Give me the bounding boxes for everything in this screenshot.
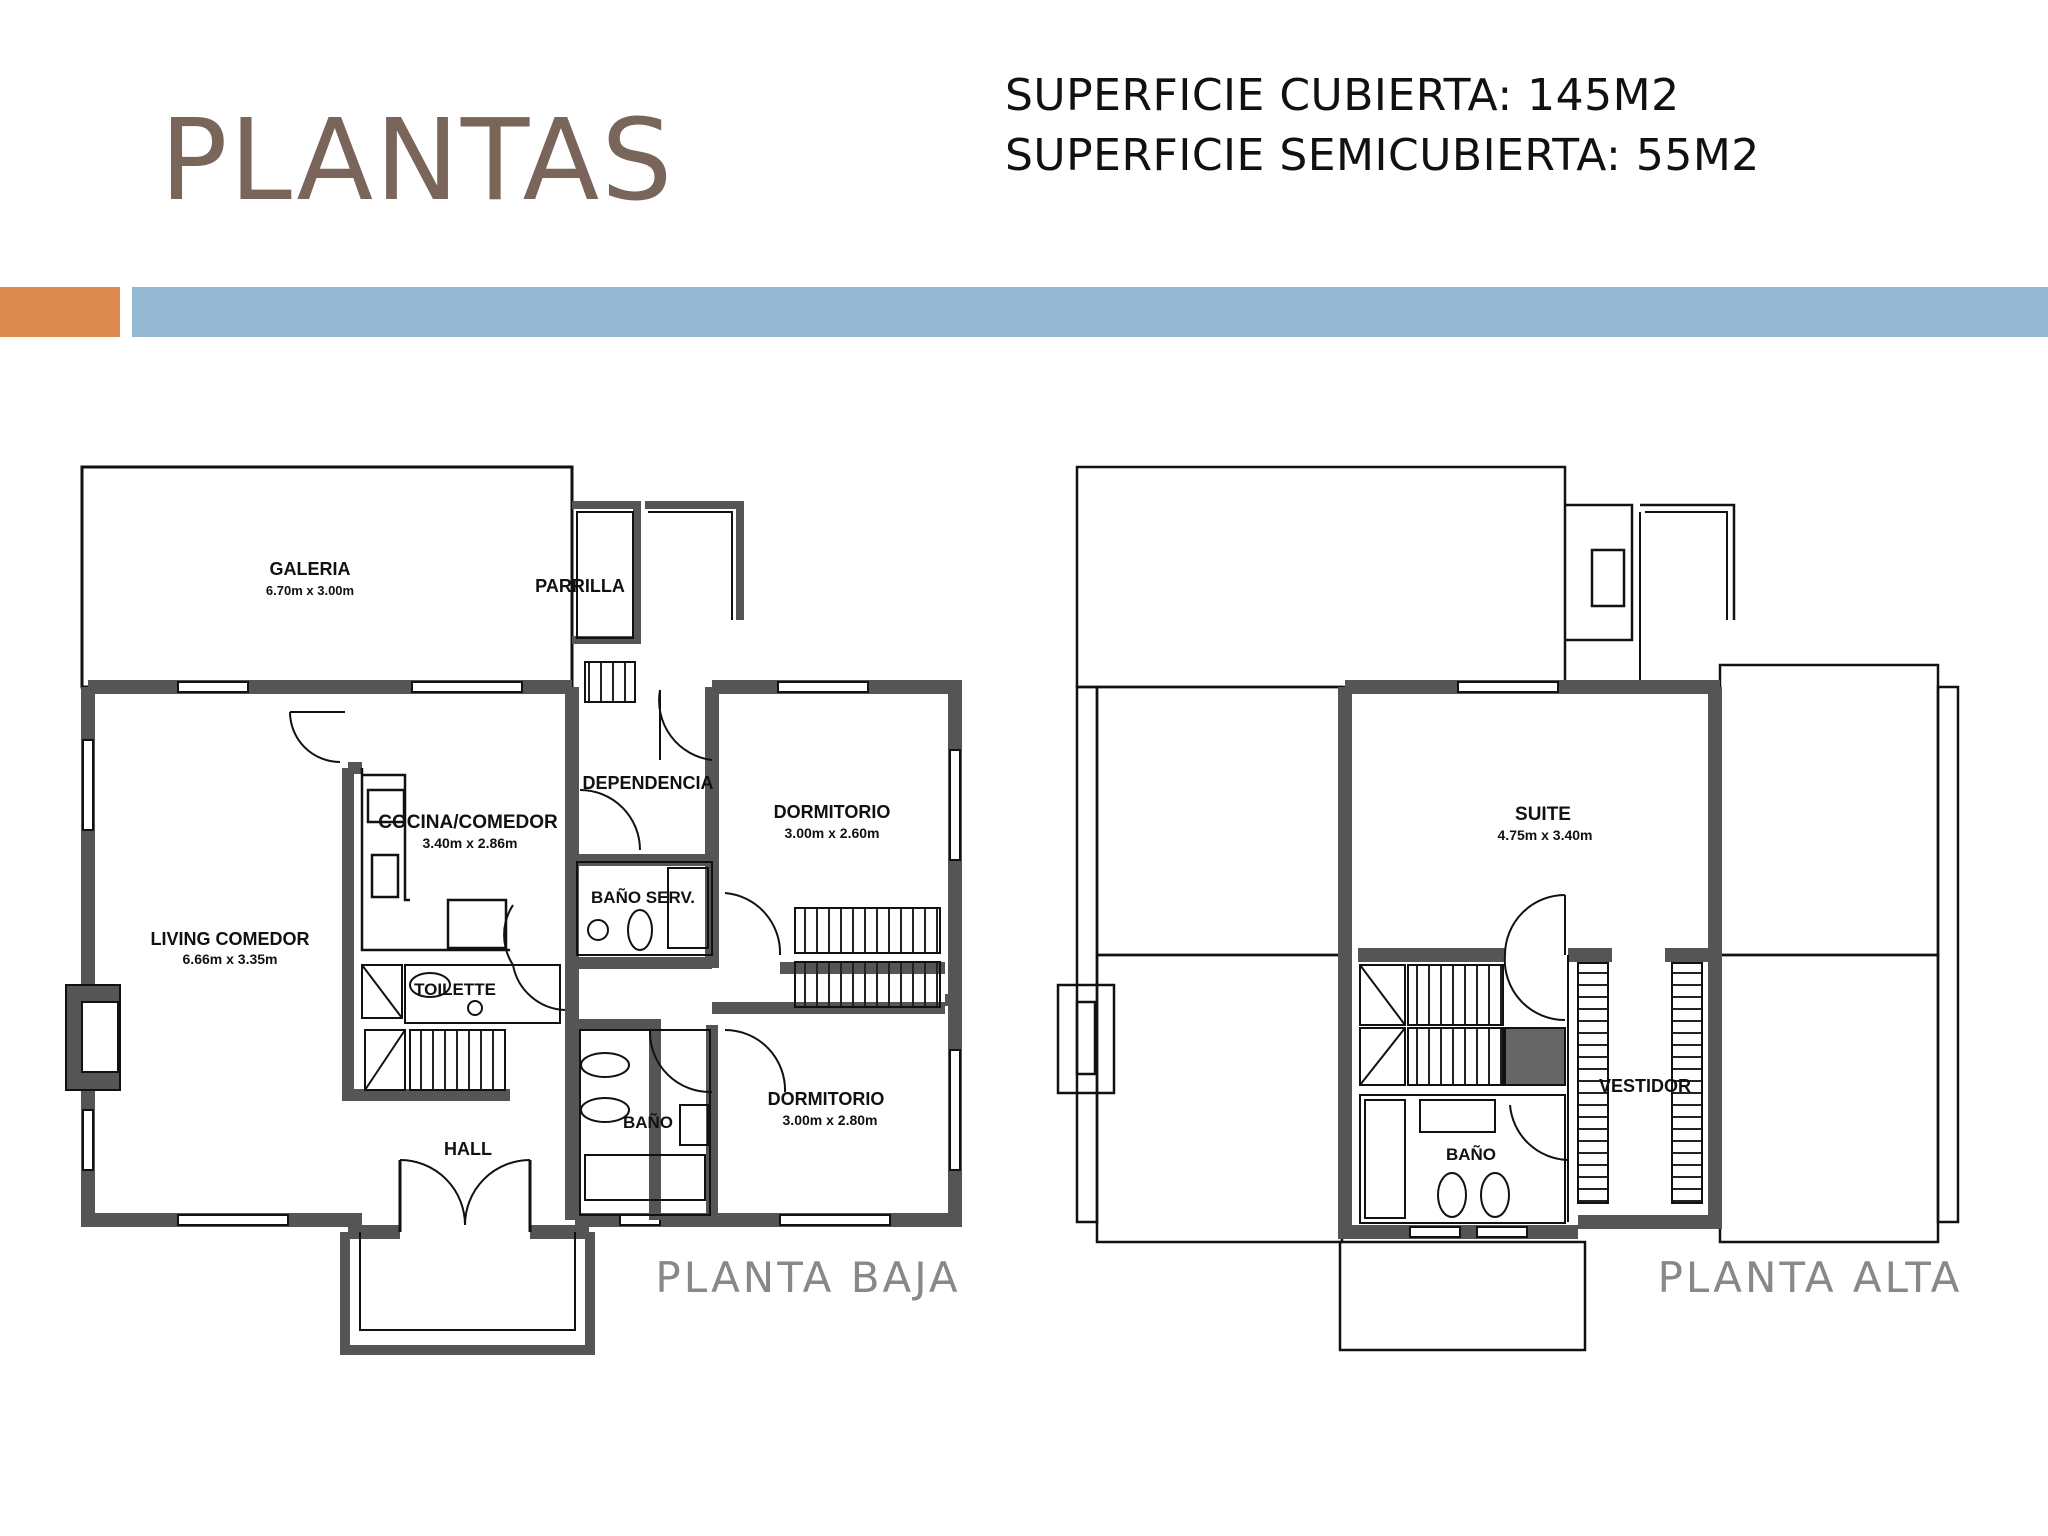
room-dormitorio-2: DORMITORIO [768,1089,885,1109]
page-title: PLANTAS [160,96,675,226]
planta-alta-label: PLANTA ALTA [1658,1253,1963,1302]
room-living: LIVING COMEDOR [150,929,309,949]
superficie-cubierta: SUPERFICIE CUBIERTA: 145M2 [1005,70,1680,121]
room-dependencia: DEPENDENCIA [582,773,713,793]
planta-baja-label: PLANTA BAJA [655,1253,960,1302]
room-parrilla: PARRILLA [535,576,625,596]
planta-alta-labels: SUITE 4.75m x 3.40m VESTIDOR BAÑO PLANTA… [1446,804,1963,1302]
planta-baja-labels: GALERIA 6.70m x 3.00m PARRILLA DEPENDENC… [150,559,960,1302]
superficie-semicubierta: SUPERFICIE SEMICUBIERTA: 55M2 [1005,130,1760,181]
room-toilette: TOILETTE [414,980,496,999]
room-bano: BAÑO [623,1112,673,1132]
room-bano-serv: BAÑO SERV. [591,887,695,907]
room-vestidor: VESTIDOR [1599,1076,1691,1096]
planta-alta-plan [1056,465,1960,1352]
accent-bar-blue [132,287,2048,337]
accent-bar-orange [0,287,120,337]
room-cocina-dims: 3.40m x 2.86m [423,835,518,851]
room-hall: HALL [444,1139,492,1159]
room-dormitorio-1: DORMITORIO [774,802,891,822]
room-bano-alta: BAÑO [1446,1144,1496,1164]
room-cocina: COCINA/COMEDOR [378,812,558,833]
room-galeria-dims: 6.70m x 3.00m [266,583,354,598]
room-dormitorio-2-dims: 3.00m x 2.80m [783,1112,878,1128]
room-suite-dims: 4.75m x 3.40m [1498,827,1593,843]
room-living-dims: 6.66m x 3.35m [183,951,278,967]
planta-baja-plan [65,465,962,1355]
room-suite: SUITE [1515,804,1571,825]
room-galeria: GALERIA [270,559,351,579]
room-dormitorio-1-dims: 3.00m x 2.60m [785,825,880,841]
